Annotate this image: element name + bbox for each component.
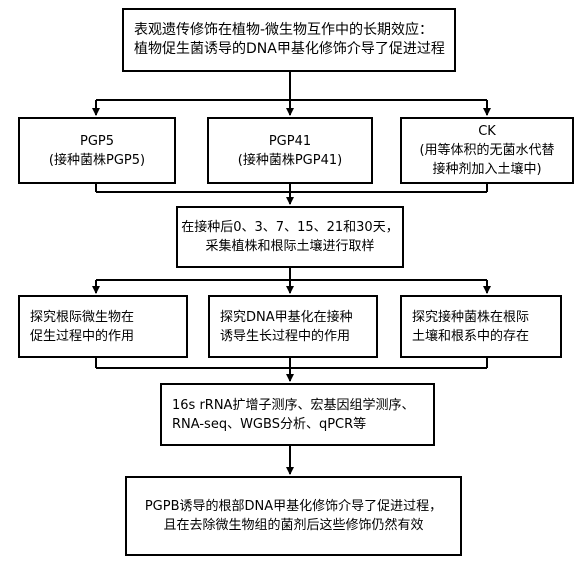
- group-name-pgp41: PGP41: [268, 133, 312, 149]
- title-box: 表观遗传修饰在植物-微生物互作中的长期效应： 植物促生菌诱导的DNA甲基化修饰介…: [122, 8, 456, 72]
- group-box-ck: CK (用等体积的无菌水代替 接种剂加入土壤中): [400, 117, 574, 184]
- methods-line-1: 16s rRNA扩增子测序、宏基因组学测序、: [172, 397, 415, 413]
- conclusion-line-1: PGPB诱导的根部DNA甲基化修饰介导了促进过程，: [144, 499, 443, 514]
- study-3-line-2: 土壤和根系中的存在: [412, 328, 530, 344]
- conclusion-box: PGPB诱导的根部DNA甲基化修饰介导了促进过程， 且在去除微生物组的菌剂后这些…: [125, 476, 462, 556]
- group-desc-ck-line-1: (用等体积的无菌水代替: [419, 143, 555, 158]
- title-line-2: 植物促生菌诱导的DNA甲基化修饰介导了促进过程: [134, 41, 445, 57]
- group-name-ck: CK: [478, 124, 496, 139]
- group-desc-pgp5: (接种菌株PGP5): [48, 152, 146, 168]
- study-1-line-1: 探究根际微生物在: [30, 309, 135, 325]
- methods-line-2: RNA-seq、WGBS分析、qPCR等: [172, 416, 367, 432]
- group-desc-pgp41: (接种菌株PGP41): [237, 152, 343, 168]
- group-name-pgp5: PGP5: [79, 133, 115, 149]
- study-box-rhizosphere-microbes: 探究根际微生物在 促生过程中的作用: [18, 295, 188, 358]
- study-box-strain-presence: 探究接种菌株在根际 土壤和根系中的存在: [400, 295, 562, 358]
- sampling-line-2: 采集植株和根际土壤进行取样: [205, 239, 375, 254]
- group-box-pgp41: PGP41 (接种菌株PGP41): [207, 117, 373, 184]
- study-1-line-2: 促生过程中的作用: [30, 328, 135, 344]
- study-3-line-1: 探究接种菌株在根际: [412, 309, 530, 325]
- sampling-box: 在接种后0、3、7、15、21和30天， 采集植株和根际土壤进行取样: [176, 206, 404, 268]
- conclusion-line-2: 且在去除微生物组的菌剂后这些修饰仍然有效: [163, 518, 424, 533]
- sampling-line-1: 在接种后0、3、7、15、21和30天，: [181, 220, 399, 235]
- group-box-pgp5: PGP5 (接种菌株PGP5): [18, 117, 176, 184]
- study-2-line-2: 诱导生长过程中的作用: [220, 328, 351, 344]
- title-line-1: 表观遗传修饰在植物-微生物互作中的长期效应：: [134, 22, 434, 38]
- methods-box: 16s rRNA扩增子测序、宏基因组学测序、 RNA-seq、WGBS分析、qP…: [160, 383, 435, 446]
- study-2-line-1: 探究DNA甲基化在接种: [220, 309, 353, 325]
- study-box-dna-methylation: 探究DNA甲基化在接种 诱导生长过程中的作用: [208, 295, 378, 358]
- group-desc-ck-line-2: 接种剂加入土壤中): [432, 162, 542, 177]
